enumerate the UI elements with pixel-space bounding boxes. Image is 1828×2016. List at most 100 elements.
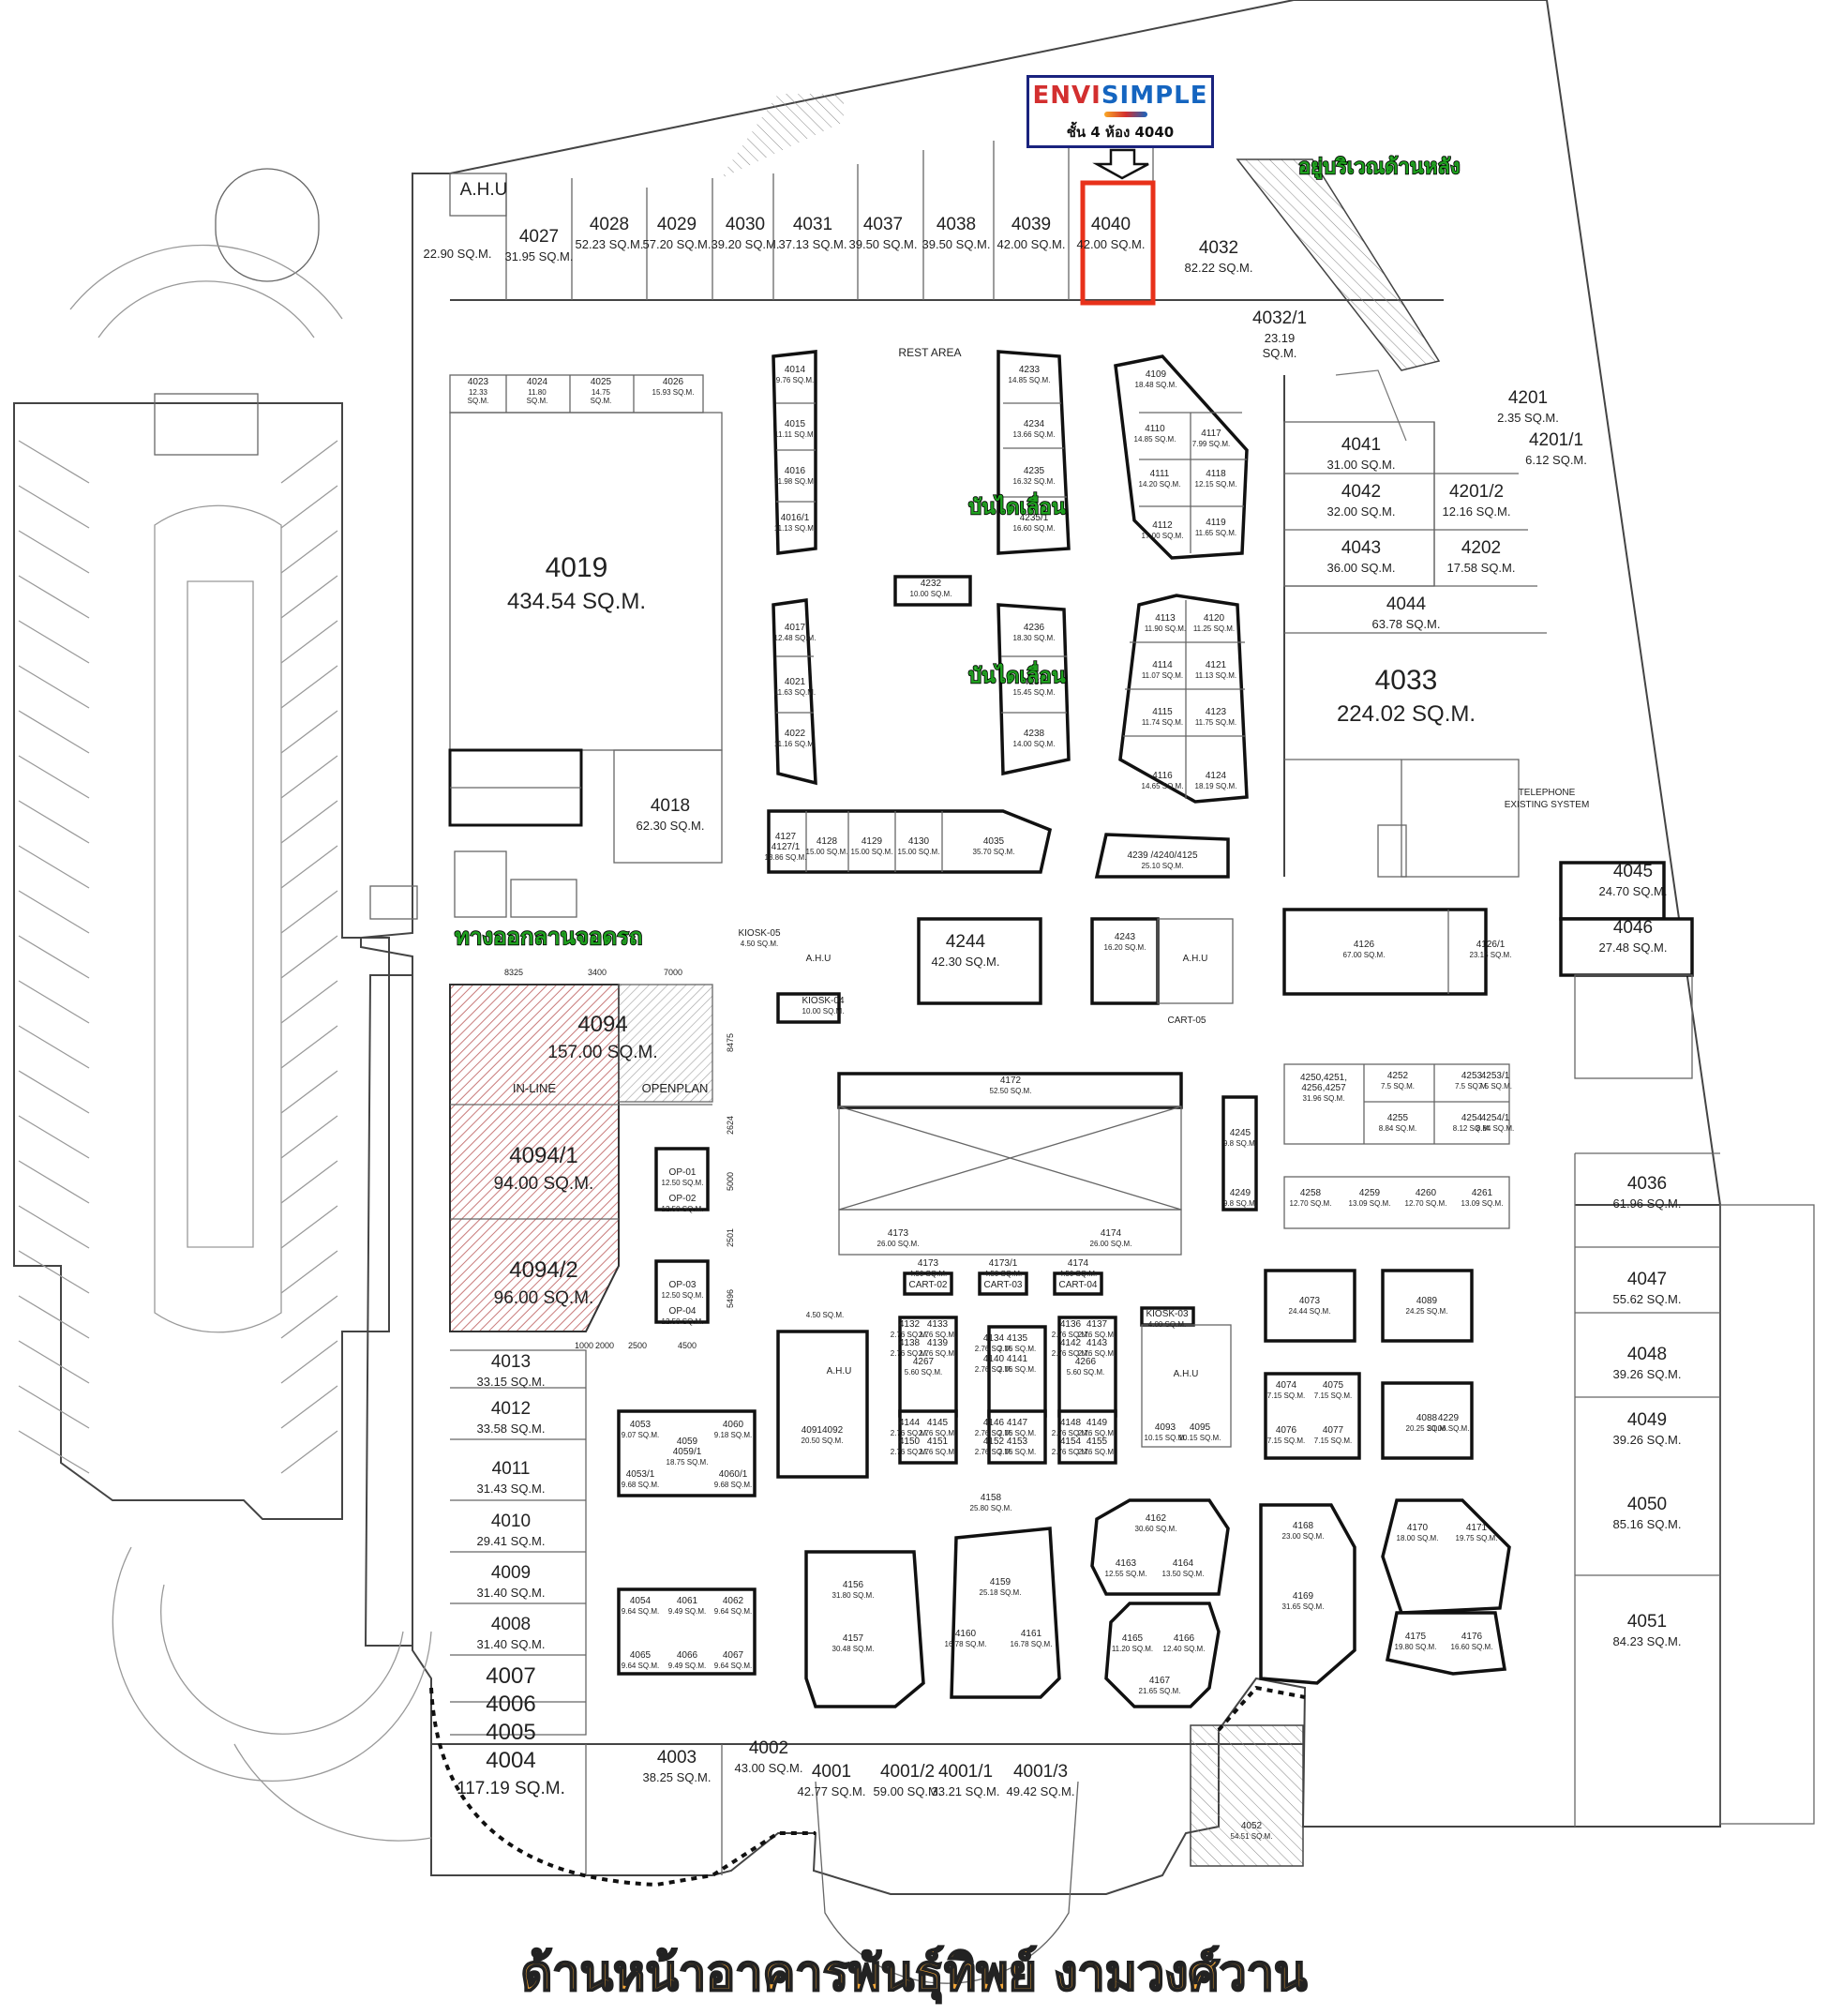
unit-number: 4001 bbox=[812, 1762, 851, 1782]
unit-area: 9.76 SQ.M. bbox=[776, 376, 814, 384]
unit-number: 4238 bbox=[1024, 729, 1045, 739]
unit-number: 4173 bbox=[918, 1258, 939, 1269]
unit-area: 11.16 SQ.M. bbox=[774, 740, 816, 748]
unit-area: 25.10 SQ.M. bbox=[1142, 862, 1184, 870]
unit-a-h-u: A.H.U bbox=[1174, 1369, 1199, 1379]
unit-area: 2.76 SQ.M. bbox=[975, 1365, 1012, 1374]
unit-number: 4202 bbox=[1461, 538, 1501, 558]
unit-area: 7.5 SQ.M. bbox=[1455, 1082, 1489, 1091]
unit-area: 14.85 SQ.M. bbox=[1009, 376, 1051, 384]
unit-number: 4010 bbox=[491, 1512, 531, 1531]
unit-area: 4.50 SQ.M. bbox=[984, 1270, 1022, 1278]
unit-area: 9.64 SQ.M. bbox=[622, 1662, 659, 1670]
unit-number: 4038 bbox=[936, 215, 976, 234]
unit-number: 4171 bbox=[1466, 1523, 1488, 1533]
unit-number: 4174 bbox=[1068, 1258, 1089, 1269]
unit-area: 26.00 SQ.M. bbox=[1090, 1240, 1132, 1248]
unit-number: 4261 bbox=[1472, 1188, 1493, 1198]
unit-number: 4008 bbox=[491, 1615, 531, 1634]
unit-number: 4039 bbox=[1011, 215, 1051, 234]
unit-area: 39.26 SQ.M. bbox=[1613, 1367, 1682, 1381]
unit-cart-02: CART-02 bbox=[909, 1280, 948, 1290]
unit-number: 4094 bbox=[577, 1012, 627, 1037]
unit-area: 20.25 SQ.M. bbox=[1406, 1424, 1448, 1433]
unit-area: 49.42 SQ.M. bbox=[1007, 1784, 1075, 1798]
unit-number: 4030 bbox=[726, 215, 765, 234]
dimension-label: 8325 bbox=[504, 968, 523, 977]
unit-number: 4163 bbox=[1116, 1558, 1137, 1569]
unit-area: 11.75 SQ.M. bbox=[1195, 718, 1236, 727]
unit-number: 4003 bbox=[657, 1748, 697, 1768]
unit-area: 17.58 SQ.M. bbox=[1447, 561, 1516, 575]
unit-number: 4089 bbox=[1416, 1296, 1438, 1306]
unit-area: 10.15 SQ.M. bbox=[1179, 1434, 1221, 1442]
unit-area: 37.13 SQ.M. bbox=[779, 237, 847, 251]
pointer-arrow bbox=[1092, 148, 1149, 180]
unit-number: 4140 bbox=[983, 1354, 1005, 1364]
unit-area: 5.60 SQ.M. bbox=[1067, 1368, 1104, 1377]
dimension-label: 3400 bbox=[588, 968, 607, 977]
unit-area: 2.76 SQ.M. bbox=[998, 1345, 1036, 1353]
unit-area: 2.76 SQ.M. bbox=[919, 1331, 956, 1339]
unit-area: 18.48 SQ.M. bbox=[1135, 381, 1177, 389]
unit-number: 4016 bbox=[785, 466, 806, 476]
unit-area: 12.50 SQ.M. bbox=[662, 1205, 704, 1213]
unit-area: 4.00 SQ.M. bbox=[1148, 1320, 1186, 1329]
unit-number: 4042 bbox=[1341, 482, 1381, 502]
unit-number: 4168 bbox=[1293, 1521, 1314, 1531]
unit-area: 13.09 SQ.M. bbox=[1461, 1199, 1504, 1208]
unit-number: 4001/3 bbox=[1013, 1762, 1068, 1782]
unit-area: 15.00 SQ.M. bbox=[898, 848, 940, 856]
unit-area: 59.00 SQ.M. bbox=[874, 1784, 942, 1798]
unit-number: 4132 bbox=[899, 1319, 921, 1330]
bottom-title: ด้านหน้าอาคารพันธุ์ทิพย์ งามวงศ์วาน bbox=[520, 1945, 1309, 2003]
unit-number: 4052 bbox=[1241, 1821, 1263, 1831]
unit-area: 16.20 SQ.M. bbox=[1104, 943, 1146, 952]
unit-number: 4142 bbox=[1060, 1338, 1082, 1348]
unit-area: 4.50 SQ.M. bbox=[741, 940, 778, 948]
unit-number: CART-05 bbox=[1168, 1016, 1206, 1026]
unit-number: 4161 bbox=[1021, 1629, 1042, 1639]
unit-number: A.H.U bbox=[827, 1366, 852, 1377]
unit-number: 4060/1 bbox=[719, 1469, 748, 1480]
unit-number: 4049 bbox=[1627, 1410, 1667, 1430]
unit-number: 4252 bbox=[1387, 1071, 1409, 1081]
unit-area: 23.15 SQ.M. bbox=[1470, 951, 1512, 959]
unit-area: 31.96 SQ.M. bbox=[1303, 1094, 1345, 1103]
unit-area: 12.70 SQ.M. bbox=[1405, 1199, 1447, 1208]
unit-number: KIOSK-03 bbox=[1146, 1309, 1188, 1319]
unit-4006: 4006 bbox=[486, 1692, 535, 1717]
